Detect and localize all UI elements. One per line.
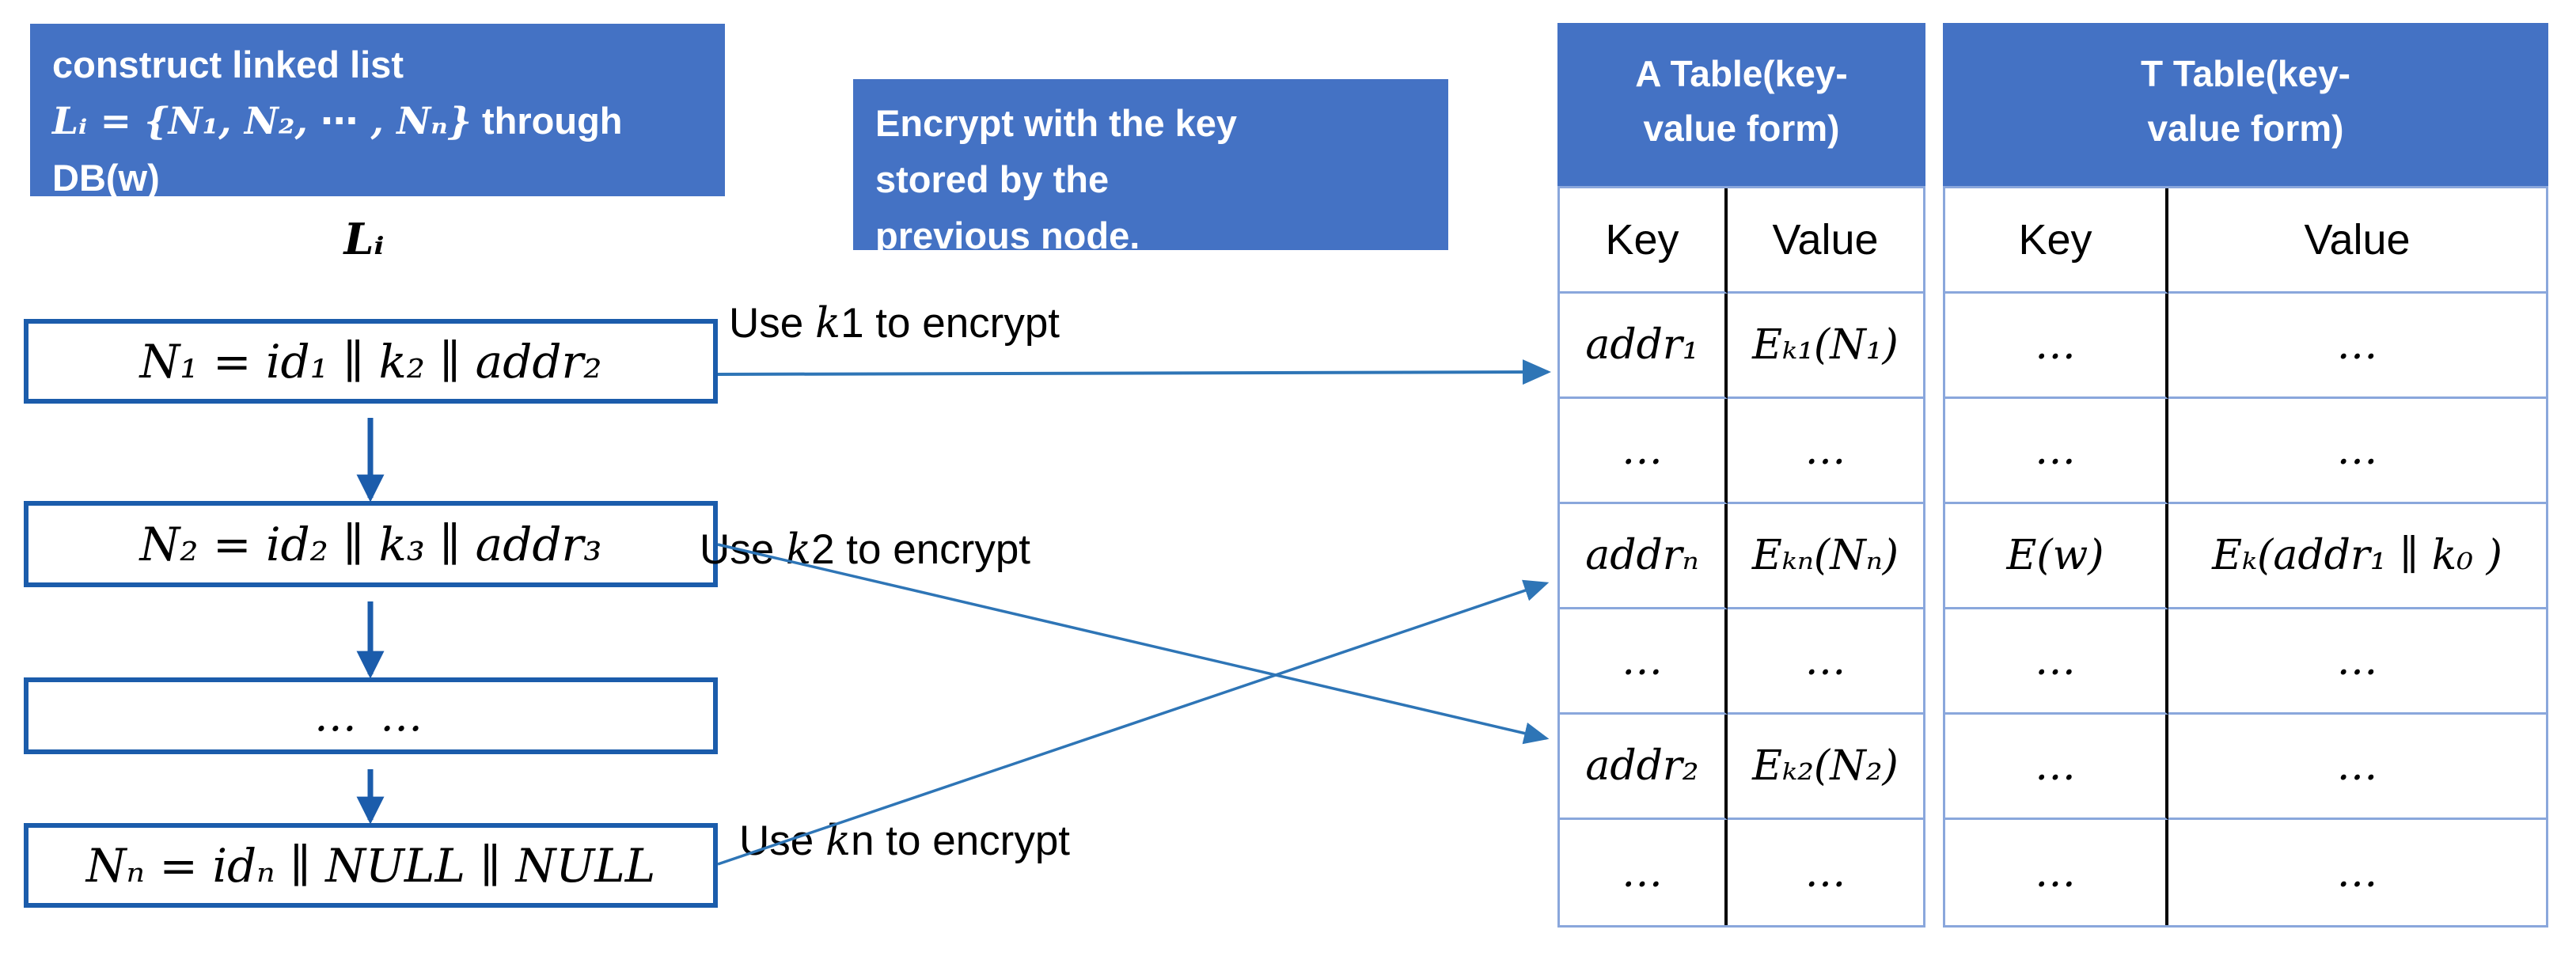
note-encrypt-with-key: Encrypt with the key stored by the previ… — [853, 79, 1448, 256]
a-table-cell-value: Eₖₙ(Nₙ) — [1728, 504, 1923, 609]
a-table-cell-key: … — [1560, 609, 1728, 715]
t-table-cell-value: … — [2168, 399, 2546, 504]
note-line: previous node. — [875, 214, 1140, 256]
a-table-title-line: value form) — [1643, 108, 1840, 149]
a-table-title-line: A Table(key- — [1635, 53, 1848, 94]
t-table-cell-key: … — [1945, 609, 2168, 715]
edge-label-text: to encrypt — [834, 526, 1031, 573]
t-table-title: T Table(key- value form) — [1943, 23, 2548, 186]
edge-label-idx: 2 — [811, 526, 835, 573]
t-table-cell-key: E(w) — [1945, 504, 2168, 609]
t-table-column-header-value: Value — [2168, 188, 2546, 294]
t-table-cell-key: … — [1945, 399, 2168, 504]
note-construct-linked-list: construct linked list Lᵢ = {N₁, N₂, ⋯ , … — [30, 24, 725, 199]
a-table: A Table(key- value form) Key Value addr₁… — [1557, 23, 1925, 928]
t-table-title-line: value form) — [2147, 108, 2344, 149]
edge-label-text: Use — [738, 818, 825, 864]
math-list-definition: Lᵢ = {N₁, N₂, ⋯ , Nₙ} — [52, 100, 472, 143]
a-table-cell-key: addr₁ — [1560, 294, 1728, 399]
a-table-cell-value: … — [1728, 609, 1923, 715]
list-node-n1: N₁ = id₁ ∥ k₂ ∥ addr₂ — [24, 319, 718, 404]
t-table: T Table(key- value form) Key Value … … …… — [1943, 23, 2548, 928]
list-node-n2: N₂ = id₂ ∥ k₃ ∥ addr₃ — [24, 501, 718, 587]
t-table-cell-key: … — [1945, 715, 2168, 820]
note-line: DB(w) — [52, 157, 160, 199]
a-table-cell-value: … — [1804, 848, 1846, 897]
t-table-body: Key Value … … … … E(w) Eₖ(addr₁ ∥ k₀ ) …… — [1943, 186, 2548, 928]
note-line: stored by the — [875, 158, 1110, 200]
linked-list-label: Lᵢ — [343, 214, 385, 264]
a-table-cell-value: Eₖ₁(N₁) — [1728, 294, 1923, 399]
a-table-title: A Table(key- value form) — [1557, 23, 1925, 186]
t-table-title-line: T Table(key- — [2141, 53, 2350, 94]
a-table-column-header-key: Key — [1560, 188, 1728, 294]
edge-label-var: k — [785, 525, 812, 574]
edge-label-text: to encrypt — [874, 818, 1071, 864]
note-line: Lᵢ = {N₁, N₂, ⋯ , Nₙ} through — [52, 93, 703, 150]
t-table-cell-value: Eₖ(addr₁ ∥ k₀ ) — [2168, 504, 2546, 609]
note-line: construct linked list — [52, 44, 404, 85]
t-table-cell-key: … — [1945, 820, 2168, 925]
edge-label-var: k — [825, 817, 852, 865]
a-table-cell-value: Eₖ₂(N₂) — [1728, 715, 1923, 820]
a-table-cell-key: … — [1560, 820, 1728, 925]
note-line-suffix: through — [471, 100, 623, 142]
edge-label-text: to encrypt — [863, 300, 1060, 347]
edge-label-var: k — [814, 299, 841, 347]
t-table-cell-value: … — [2168, 609, 2546, 715]
edge-label-use-k1: Use k1 to encrypt — [724, 299, 1064, 347]
a-table-cell-key: … — [1560, 399, 1728, 504]
t-table-cell-value: … — [2168, 715, 2546, 820]
note-line: Encrypt with the key — [875, 102, 1238, 144]
list-node-ellipsis: … … — [24, 677, 718, 754]
t-table-cell-value: … — [2336, 848, 2378, 897]
a-table-cell-key: addr₂ — [1560, 715, 1728, 820]
t-table-cell-key: … — [1945, 294, 2168, 399]
a-table-column-header-value: Value — [1728, 188, 1923, 294]
t-table-cell-value: … — [2168, 294, 2546, 399]
arrow-n1-to-a-table-addr1 — [717, 359, 1551, 385]
t-table-column-header-key: Key — [1945, 188, 2168, 294]
edge-label-text: Use — [699, 526, 786, 573]
edge-label-use-k2: Use k2 to encrypt — [695, 525, 1035, 574]
edge-label-idx: 1 — [840, 300, 864, 347]
a-table-cell-value: … — [1728, 399, 1923, 504]
a-table-cell-key: addrₙ — [1560, 504, 1728, 609]
edge-label-text: Use — [728, 300, 815, 347]
a-table-body: Key Value addr₁ Eₖ₁(N₁) … … addrₙ Eₖₙ(Nₙ… — [1557, 186, 1925, 928]
edge-label-use-kn: Use kn to encrypt — [734, 817, 1075, 865]
edge-label-idx: n — [851, 818, 874, 864]
list-node-nn: Nₙ = idₙ ∥ NULL ∥ NULL — [24, 823, 718, 908]
